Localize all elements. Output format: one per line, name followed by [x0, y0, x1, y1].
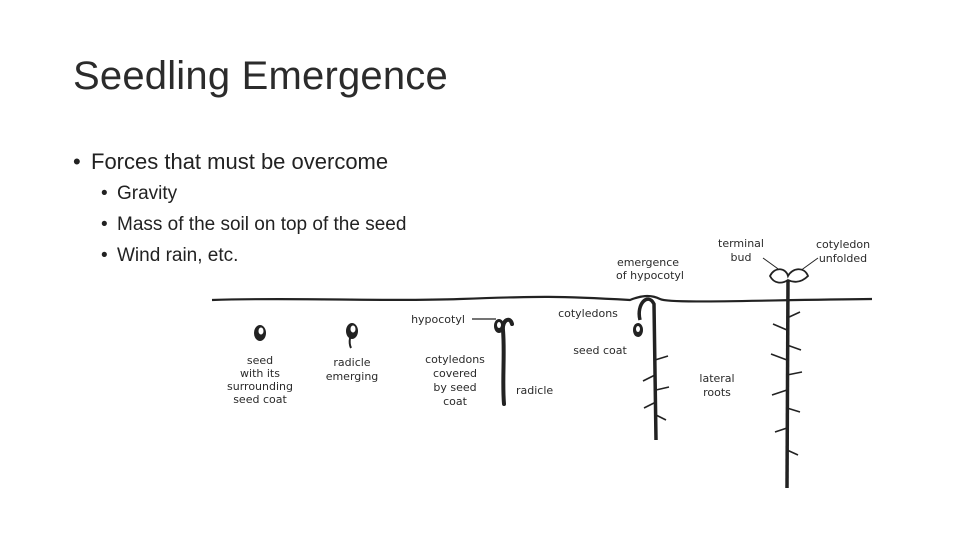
emerging-seedling-icon [633, 297, 670, 441]
bullet-text: Forces that must be overcome [91, 149, 389, 174]
sub-bullet-text: Gravity [117, 183, 178, 204]
sub-bullet-text: Wind rain, etc. [117, 245, 239, 266]
bullet-item: • Forces that must be overcome [73, 146, 406, 178]
label-radicle-emerging: emerging [326, 370, 379, 383]
label-radicle-emerging: radicle [333, 356, 370, 369]
label-terminal-bud: bud [731, 251, 752, 264]
hypocotyl-seedling-icon [494, 317, 514, 406]
label-seed-coat: seed coat [573, 344, 627, 357]
bullet-dot-icon: • [101, 183, 108, 204]
label-seed: seed coat [233, 393, 287, 406]
bullet-dot-icon: • [101, 214, 108, 235]
sub-bullet-item: • Mass of the soil on top of the seed [101, 209, 406, 240]
label-cotyledons-covered: covered [433, 367, 477, 380]
label-lateral-roots: roots [703, 386, 731, 399]
label-cotyledon-unfolded: unfolded [819, 252, 867, 265]
soil-surface-line [211, 294, 873, 303]
label-cotyledons-covered: coat [443, 395, 468, 408]
label-radicle: radicle [516, 384, 553, 397]
label-hypocotyl: hypocotyl [411, 313, 465, 326]
label-terminal-bud: terminal [718, 237, 764, 250]
label-seed: seed [247, 354, 273, 367]
label-cotyledon-unfolded: cotyledon [816, 238, 870, 251]
bullet-dot-icon: • [101, 245, 108, 266]
label-emergence-of-hypocotyl: of hypocotyl [616, 269, 684, 282]
cotyledon-pointer-line [799, 257, 819, 272]
sub-bullet-item: • Gravity [101, 178, 406, 209]
bullet-list: • Forces that must be overcome • Gravity •… [73, 146, 406, 271]
label-lateral-roots: lateral [699, 372, 734, 385]
label-cotyledons: cotyledons [558, 307, 618, 320]
label-seed: surrounding [227, 380, 293, 393]
label-emergence-of-hypocotyl: emergence [617, 256, 679, 269]
seed-icon [254, 325, 266, 341]
label-cotyledons-covered: cotyledons [425, 353, 485, 366]
sub-bullet-item: • Wind rain, etc. [101, 240, 406, 271]
label-cotyledons-covered: by seed [433, 381, 476, 394]
label-seed: with its [240, 367, 280, 380]
seedling-emergence-diagram: seed with its surrounding seed coat radi… [211, 237, 873, 489]
sub-bullet-text: Mass of the soil on top of the seed [117, 214, 407, 235]
radicle-emerging-seed-icon [346, 323, 358, 349]
bullet-dot-icon: • [73, 149, 81, 174]
mature-seedling-icon [768, 268, 810, 489]
slide-title: Seedling Emergence [73, 54, 448, 98]
